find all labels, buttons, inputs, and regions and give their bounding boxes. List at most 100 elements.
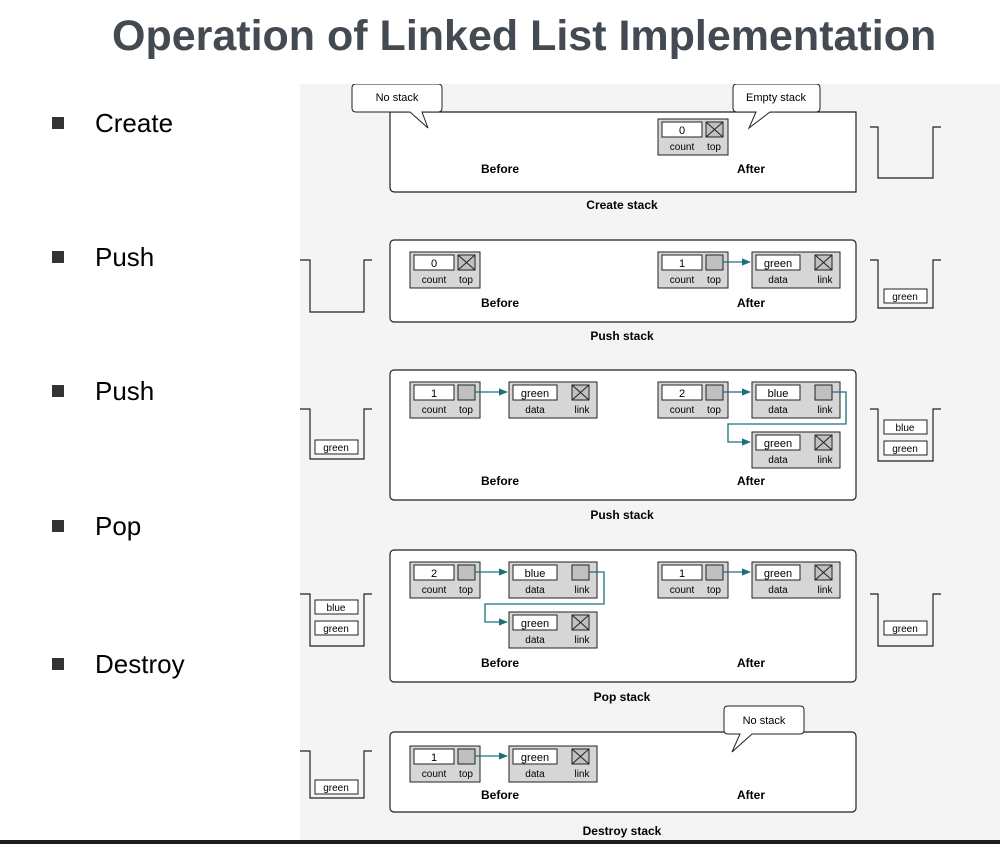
data-label: data — [525, 769, 545, 780]
data-node-before: green data link — [508, 381, 598, 419]
null-pointer-icon — [814, 564, 833, 581]
head-node: 0 count top — [657, 118, 729, 156]
bullet-square-icon — [52, 385, 64, 398]
after-label: After — [737, 656, 765, 670]
count-value: 2 — [679, 388, 685, 400]
bullet-push-2: Push — [52, 376, 154, 408]
head-node-before: 2 count top — [409, 561, 481, 599]
link-label: link — [574, 635, 590, 646]
after-label: After — [737, 788, 765, 802]
stack-item: green — [323, 624, 349, 635]
top-label: top — [459, 275, 473, 286]
bullet-text: Push — [95, 376, 155, 406]
stack-bucket-after: green — [870, 593, 941, 647]
before-label: Before — [481, 656, 519, 670]
head-node-before: 1 count top — [409, 745, 481, 783]
data-label: data — [768, 455, 788, 466]
create-panel: No stack Empty stack 0 count top Before … — [351, 84, 941, 212]
data-label: data — [768, 405, 788, 416]
caption: Create stack — [586, 198, 658, 212]
stack-item: green — [892, 624, 918, 635]
bullet-square-icon — [52, 117, 64, 130]
data-node-after: green data link — [751, 561, 841, 599]
data-node-before: green data link — [508, 745, 598, 783]
data-label: data — [525, 405, 545, 416]
callout-empty-stack — [732, 84, 821, 130]
count-label: count — [422, 585, 447, 596]
push-1-panel: 0 count top 1 count top green — [300, 239, 941, 343]
callout-no-stack-text: No stack — [743, 715, 786, 727]
stack-item: green — [892, 444, 918, 455]
count-label: count — [422, 769, 447, 780]
count-label: count — [670, 275, 695, 286]
head-node-after: 2 count top — [657, 381, 729, 419]
slide-title: Operation of Linked List Implementation — [112, 12, 937, 60]
null-pointer-icon — [571, 614, 590, 631]
node-value: green — [521, 618, 549, 630]
after-label: After — [737, 296, 765, 310]
data-node: green data link — [751, 251, 841, 289]
callout-empty-stack-text: Empty stack — [746, 92, 806, 104]
stack-bucket-after: green — [870, 259, 941, 309]
top-label: top — [707, 585, 721, 596]
caption: Push stack — [590, 508, 654, 522]
caption: Destroy stack — [583, 824, 662, 838]
link-label: link — [817, 455, 833, 466]
pop-frame — [389, 549, 857, 683]
link-label: link — [817, 585, 833, 596]
link-label: link — [574, 585, 590, 596]
count-value: 1 — [431, 752, 437, 764]
after-label: After — [737, 162, 765, 176]
bottom-bar — [0, 840, 1000, 844]
null-pointer-icon — [571, 384, 590, 401]
bullet-text: Push — [95, 242, 155, 272]
bullet-text: Destroy — [95, 649, 185, 679]
head-node-after: 1 count top — [657, 251, 729, 289]
link-label: link — [817, 405, 833, 416]
null-pointer-icon — [814, 434, 833, 451]
stack-item: blue — [327, 603, 346, 614]
destroy-panel: No stack green 1 count top green — [300, 705, 857, 838]
node-value: green — [521, 388, 549, 400]
count-value: 1 — [679, 258, 685, 270]
null-pointer-icon — [814, 254, 833, 271]
stack-operations-diagram: No stack Empty stack 0 count top Before … — [300, 84, 941, 838]
count-label: count — [670, 405, 695, 416]
push-1-frame — [389, 239, 857, 323]
link-arrow — [727, 391, 847, 446]
create-frame — [389, 111, 857, 193]
stack-item: blue — [896, 423, 915, 434]
stack-bucket-empty — [300, 259, 372, 313]
bullet-square-icon — [52, 658, 64, 671]
count-value: 1 — [431, 388, 437, 400]
bullet-square-icon — [52, 251, 64, 264]
callout-no-stack-text: No stack — [376, 92, 419, 104]
before-label: Before — [481, 474, 519, 488]
count-label: count — [670, 585, 695, 596]
data-node-after-2: green data link — [751, 431, 841, 469]
node-value: blue — [768, 388, 789, 400]
stack-item: green — [323, 443, 349, 454]
head-node-after: 1 count top — [657, 561, 729, 599]
bullet-text: Pop — [95, 511, 142, 541]
count-label: count — [670, 142, 695, 153]
count-value: 0 — [431, 258, 437, 270]
pop-panel: blue green 2 count top blue data link — [300, 549, 941, 704]
before-label: Before — [481, 162, 519, 176]
node-value: blue — [525, 568, 546, 580]
data-node-after-1: blue data link — [751, 381, 841, 419]
count-label: count — [422, 275, 447, 286]
bullet-text: Create — [95, 108, 174, 138]
link-arrow — [484, 571, 605, 626]
data-node-before-1: blue data link — [508, 561, 598, 599]
count-value: 0 — [679, 125, 685, 137]
caption: Push stack — [590, 329, 654, 343]
link-label: link — [574, 769, 590, 780]
top-label: top — [459, 769, 473, 780]
count-value: 1 — [679, 568, 685, 580]
node-value: green — [521, 752, 549, 764]
null-pointer-icon — [705, 121, 724, 138]
top-label: top — [707, 275, 721, 286]
stack-item: green — [323, 783, 349, 794]
top-label: top — [707, 405, 721, 416]
